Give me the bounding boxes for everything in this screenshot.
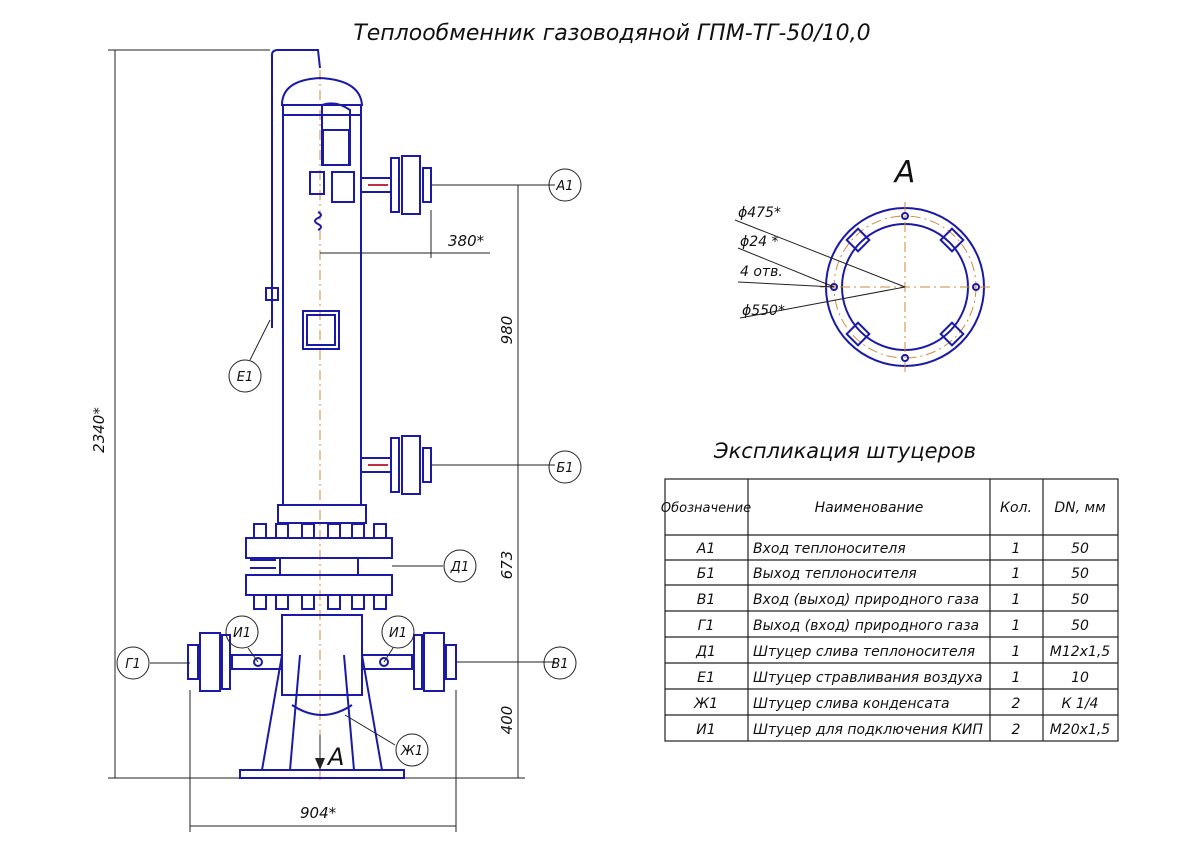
th-qty: Кол. — [1000, 500, 1032, 516]
view-a-arrow-label: A — [326, 743, 344, 771]
svg-text:10: 10 — [1071, 670, 1089, 686]
dim-380: 380* — [448, 232, 485, 250]
callout-i1-right: И1 — [389, 626, 407, 641]
dimension-lines: 2340* 980 673 400 380* 904* — [90, 49, 555, 832]
dim-673: 673 — [498, 551, 516, 580]
callout-i1-left: И1 — [233, 626, 251, 641]
callout-b1: Б1 — [556, 461, 573, 476]
callout-v1: В1 — [551, 657, 568, 672]
dim-24: ϕ24 * — [740, 234, 779, 250]
callout-a1: А1 — [555, 179, 573, 194]
callout-e1: Е1 — [237, 370, 254, 385]
svg-text:50: 50 — [1071, 541, 1089, 557]
svg-text:Выход (вход) природного газа: Выход (вход) природного газа — [753, 618, 979, 634]
table-row: В1 Вход (выход) природного газа 1 50 — [697, 592, 1089, 608]
dim-holes: 4 отв. — [740, 264, 783, 280]
th-dn: DN, мм — [1054, 500, 1106, 516]
svg-text:М20х1,5: М20х1,5 — [1050, 722, 1111, 738]
callout-zh1: Ж1 — [400, 744, 423, 759]
svg-text:Б1: Б1 — [697, 566, 716, 582]
table-row: Б1 Выход теплоносителя 1 50 — [697, 566, 1089, 582]
table-row: И1 Штуцер для подключения КИП 2 М20х1,5 — [696, 722, 1110, 738]
callouts: А1 Б1 В1 Г1 Д1 Е1 Ж1 И1 И1 — [116, 168, 582, 767]
dim-475: ϕ475* — [738, 205, 781, 221]
table-row: Д1 Штуцер слива теплоносителя 1 М12х1,5 — [695, 644, 1110, 660]
th-name: Наименование — [815, 500, 924, 516]
svg-text:1: 1 — [1012, 618, 1021, 634]
svg-text:В1: В1 — [697, 592, 716, 608]
svg-text:50: 50 — [1071, 618, 1089, 634]
dim-total-height: 2340* — [90, 407, 108, 453]
svg-text:Г1: Г1 — [698, 618, 715, 634]
svg-text:2: 2 — [1012, 722, 1021, 738]
svg-text:1: 1 — [1012, 644, 1021, 660]
svg-text:Вход (выход) природного газа: Вход (выход) природного газа — [753, 592, 979, 608]
svg-text:М12х1,5: М12х1,5 — [1050, 644, 1111, 660]
svg-text:1: 1 — [1012, 592, 1021, 608]
svg-text:Д1: Д1 — [695, 644, 716, 660]
svg-text:1: 1 — [1012, 541, 1021, 557]
svg-text:Штуцер стравливания воздуха: Штуцер стравливания воздуха — [753, 670, 983, 686]
dim-550: ϕ550* — [742, 303, 785, 319]
svg-text:50: 50 — [1071, 566, 1089, 582]
drawing-title: Теплообменник газоводяной ГПМ-ТГ-50/10,0 — [353, 21, 870, 46]
table-row: Г1 Выход (вход) природного газа 1 50 — [698, 618, 1089, 634]
svg-text:50: 50 — [1071, 592, 1089, 608]
svg-text:Штуцер для подключения КИП: Штуцер для подключения КИП — [753, 722, 983, 738]
table-row: Ж1 Штуцер слива конденсата 2 К 1/4 — [693, 696, 1098, 712]
svg-text:2: 2 — [1012, 696, 1021, 712]
nozzle-table: Экспликация штуцеров Обозначение Наимено… — [661, 439, 1119, 742]
heat-exchanger-vessel: A — [187, 49, 457, 780]
callout-g1: Г1 — [125, 657, 141, 672]
svg-text:1: 1 — [1012, 566, 1021, 582]
dim-980: 980 — [498, 316, 516, 345]
svg-text:Е1: Е1 — [697, 670, 715, 686]
svg-text:А1: А1 — [696, 541, 715, 557]
svg-text:Ж1: Ж1 — [693, 696, 718, 712]
dim-400: 400 — [498, 706, 516, 735]
callout-d1: Д1 — [450, 560, 469, 575]
svg-text:К 1/4: К 1/4 — [1062, 696, 1099, 712]
svg-text:И1: И1 — [696, 722, 715, 738]
table-caption: Экспликация штуцеров — [713, 439, 976, 463]
table-row: А1 Вход теплоносителя 1 50 — [696, 541, 1089, 557]
svg-text:Выход теплоносителя: Выход теплоносителя — [753, 566, 917, 582]
svg-text:1: 1 — [1012, 670, 1021, 686]
svg-text:Штуцер слива теплоносителя: Штуцер слива теплоносителя — [753, 644, 975, 660]
view-a-flange: A ϕ475* ϕ24 * 4 отв. ϕ550* — [734, 155, 990, 372]
view-a-title: A — [893, 155, 916, 190]
svg-text:Штуцер слива конденсата: Штуцер слива конденсата — [753, 696, 950, 712]
th-designation: Обозначение — [661, 501, 751, 516]
table-row: Е1 Штуцер стравливания воздуха 1 10 — [697, 670, 1089, 686]
dim-904: 904* — [300, 804, 337, 822]
svg-text:Вход теплоносителя: Вход теплоносителя — [753, 541, 906, 557]
